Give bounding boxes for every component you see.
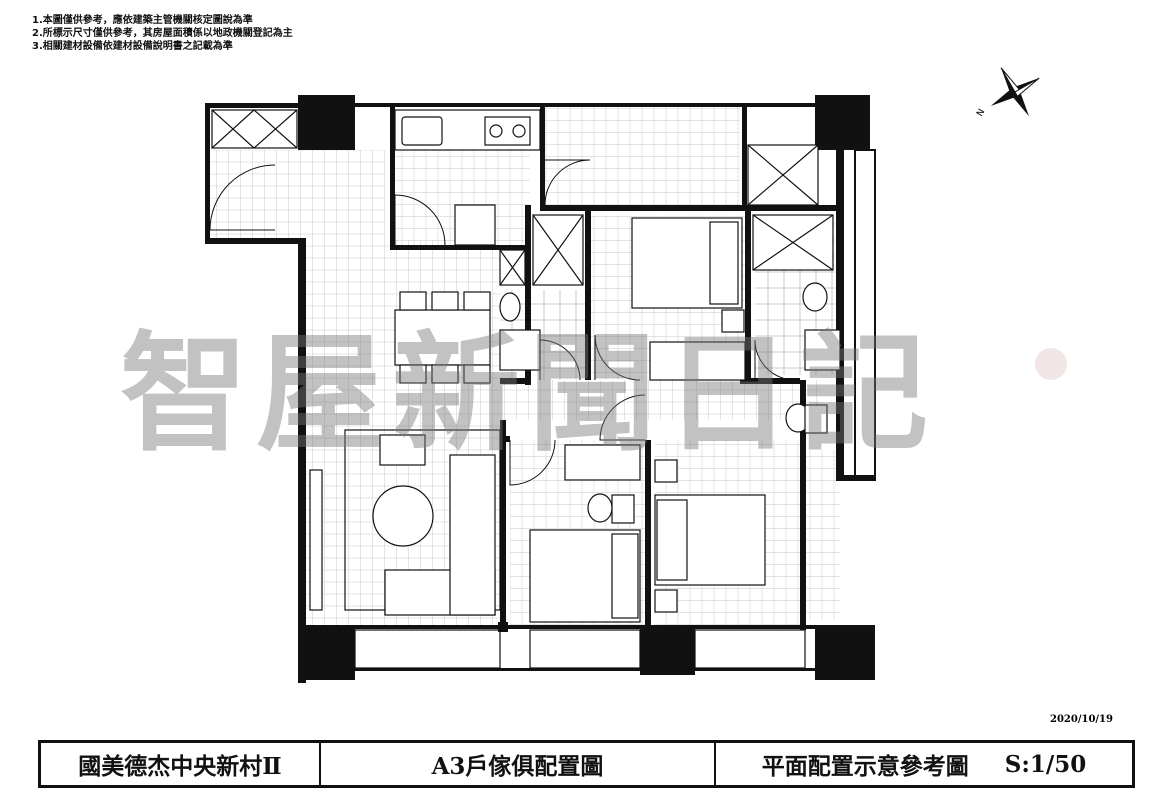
balcony-floor (545, 105, 740, 210)
living-furniture (309, 429, 501, 616)
closet-floor (805, 450, 840, 620)
drawing-title: A3戶傢俱配置圖 (321, 743, 716, 785)
storage-cabinets (211, 109, 834, 669)
kitchen-counter (394, 109, 541, 246)
title-block: 國美德杰中央新村Ⅱ A3戶傢俱配置圖 平面配置示意參考圖 S:1/50 (38, 740, 1135, 788)
note-1: 1.本圖僅供參考，應依建築主管機關核定圖說為準 (32, 15, 253, 26)
watermark-seal (1035, 348, 1067, 380)
door-swings (209, 159, 796, 486)
floor-plan (205, 95, 876, 683)
note-2: 2.所標示尺寸僅供參考，其房屋面積係以地政機關登記為主 (32, 28, 293, 39)
note-3: 3.相關建材設備依建材設備說明書之記載為準 (32, 41, 233, 52)
compass-icon (990, 67, 1040, 117)
entrance-floor (210, 150, 385, 240)
bathroom-fixtures (499, 282, 841, 524)
drawing-type-cell: 平面配置示意參考圖 S:1/50 (716, 743, 1132, 785)
dining-table (394, 291, 491, 384)
project-name: 國美德杰中央新村Ⅱ (41, 743, 321, 785)
hallway-floor (500, 380, 820, 420)
beds (529, 217, 766, 623)
disclaimer-notes: 1.本圖僅供參考，應依建築主管機關核定圖說為準 2.所標示尺寸僅供參考，其房屋面… (32, 14, 293, 53)
drawing-date: 2020/10/19 (1050, 714, 1113, 725)
drawing-scale: S:1/50 (1004, 750, 1087, 778)
drawing-type: 平面配置示意參考圖 (761, 753, 969, 780)
walls (205, 95, 876, 683)
